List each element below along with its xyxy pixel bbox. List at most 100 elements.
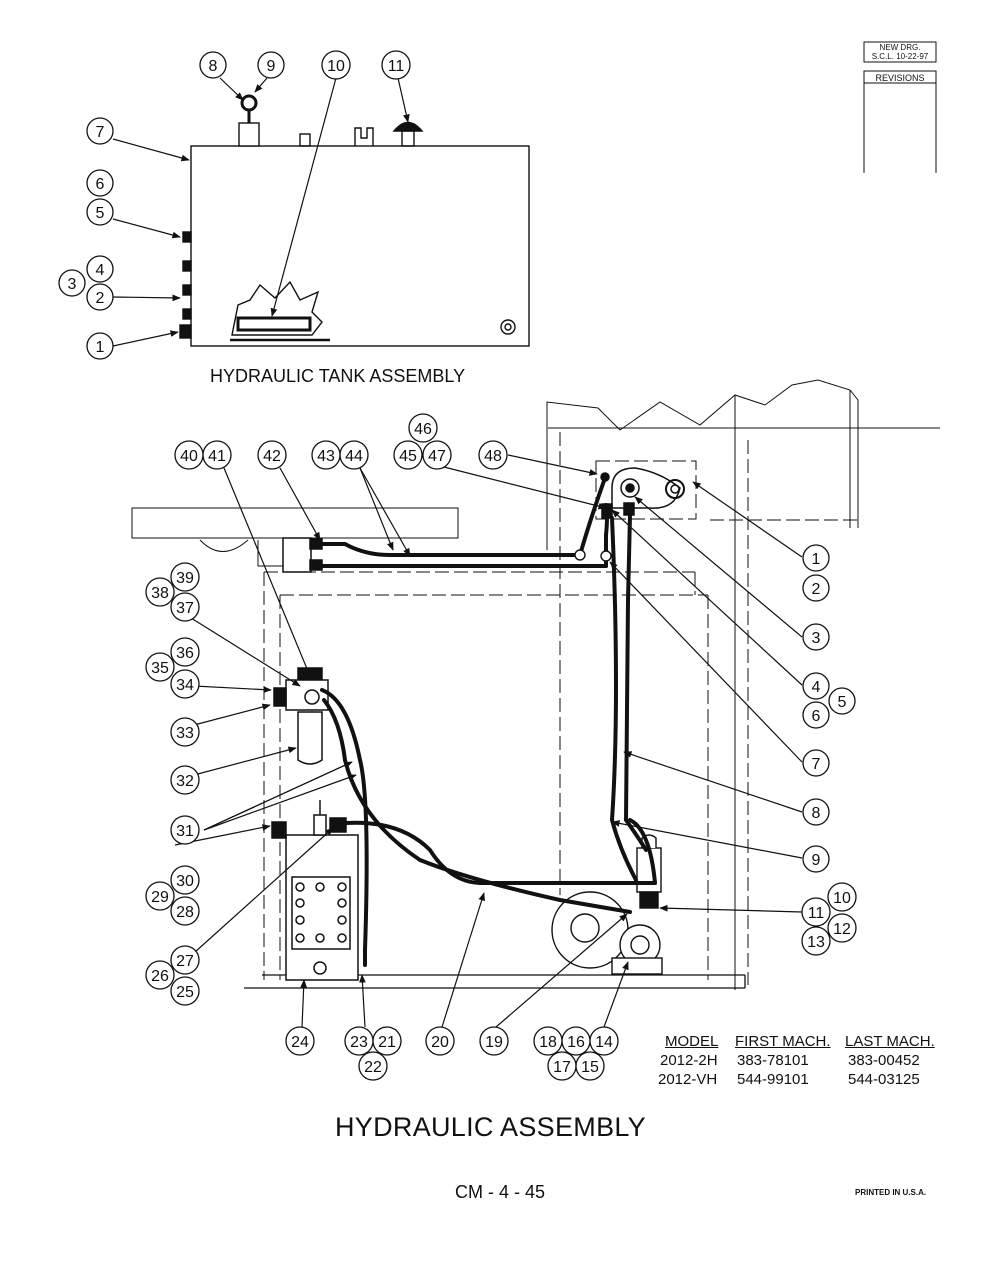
svg-text:9: 9 <box>812 852 821 869</box>
svg-text:44: 44 <box>345 448 363 465</box>
svg-text:8: 8 <box>209 58 218 75</box>
revision-line-2: S.C.L. 10-22-97 <box>871 52 929 61</box>
callout-12: 12 <box>827 913 857 943</box>
svg-text:32: 32 <box>176 773 194 790</box>
tank-assembly-title: HYDRAULIC TANK ASSEMBLY <box>210 366 466 386</box>
svg-text:24: 24 <box>291 1034 309 1051</box>
svg-text:5: 5 <box>838 694 847 711</box>
svg-text:27: 27 <box>176 953 194 970</box>
tank-callout-8: 8 <box>199 51 227 79</box>
callout-47: 47 <box>422 440 452 470</box>
svg-text:1: 1 <box>812 551 821 568</box>
table-header-model: MODEL <box>665 1033 719 1050</box>
table-cell-last: 544-03125 <box>848 1071 920 1088</box>
tank-callout-1: 1 <box>86 332 114 360</box>
svg-text:8: 8 <box>812 805 821 822</box>
svg-text:39: 39 <box>176 570 194 587</box>
tank-callout-4: 4 <box>86 255 114 283</box>
callout-40: 40 <box>174 440 204 470</box>
revision-box <box>863 41 937 173</box>
callout-39: 39 <box>170 562 200 592</box>
svg-text:20: 20 <box>431 1034 449 1051</box>
table-cell-model: 2012-VH <box>658 1071 718 1088</box>
table-cell-last: 383-00452 <box>848 1052 920 1069</box>
callout-20: 20 <box>425 1026 455 1056</box>
callout-5: 5 <box>828 687 856 715</box>
callout-34: 34 <box>170 669 200 699</box>
svg-text:11: 11 <box>388 58 405 75</box>
svg-text:28: 28 <box>176 904 194 921</box>
svg-text:17: 17 <box>553 1059 571 1076</box>
page-title: HYDRAULIC ASSEMBLY <box>335 1112 646 1142</box>
callout-44: 44 <box>339 440 369 470</box>
callout-14: 14 <box>589 1026 619 1056</box>
hoses <box>320 476 657 967</box>
svg-text:5: 5 <box>96 205 105 222</box>
svg-text:2: 2 <box>96 290 105 307</box>
callout-43: 43 <box>311 440 341 470</box>
svg-text:9: 9 <box>267 58 276 75</box>
svg-text:7: 7 <box>96 124 105 141</box>
svg-text:42: 42 <box>263 448 281 465</box>
svg-text:14: 14 <box>595 1034 613 1051</box>
svg-text:19: 19 <box>485 1034 503 1051</box>
callout-16: 16 <box>561 1026 591 1056</box>
callout-11: 11 <box>801 897 831 927</box>
page-number: CM - 4 - 45 <box>455 1182 546 1202</box>
svg-text:26: 26 <box>151 968 169 985</box>
svg-text:43: 43 <box>317 448 335 465</box>
tank-callouts: 1 2 3 4 5 6 7 8 9 10 11 <box>58 50 411 360</box>
table-header-first: FIRST MACH. <box>735 1033 831 1050</box>
table-cell-model: 2012-2H <box>660 1052 718 1069</box>
table-header-last: LAST MACH. <box>845 1033 935 1050</box>
callout-28: 28 <box>170 896 200 926</box>
callout-7: 7 <box>802 749 830 777</box>
svg-text:18: 18 <box>539 1034 557 1051</box>
svg-text:12: 12 <box>833 921 851 938</box>
svg-text:6: 6 <box>812 708 821 725</box>
callout-31: 31 <box>170 815 200 845</box>
valve-assembly <box>600 467 685 519</box>
callout-45: 45 <box>393 440 423 470</box>
svg-text:21: 21 <box>378 1034 396 1051</box>
callout-41: 41 <box>202 440 232 470</box>
callout-8: 8 <box>802 798 830 826</box>
svg-text:38: 38 <box>151 585 169 602</box>
tank-callout-6: 6 <box>86 169 114 197</box>
svg-text:2: 2 <box>812 581 821 598</box>
svg-text:46: 46 <box>414 421 432 438</box>
table-cell-first: 383-78101 <box>737 1052 809 1069</box>
callout-13: 13 <box>801 926 831 956</box>
callout-29: 29 <box>145 881 175 911</box>
svg-text:22: 22 <box>364 1059 382 1076</box>
svg-text:25: 25 <box>176 984 194 1001</box>
svg-text:41: 41 <box>208 448 226 465</box>
callout-17: 17 <box>547 1051 577 1081</box>
assembly-callouts: 40 41 42 43 44 46 45 47 48 1 2 3 4 5 6 7… <box>145 413 857 1081</box>
callout-4: 4 <box>802 672 830 700</box>
callout-48: 48 <box>478 440 508 470</box>
svg-text:13: 13 <box>807 934 825 951</box>
callout-26: 26 <box>145 960 175 990</box>
callout-25: 25 <box>170 976 200 1006</box>
callout-37: 37 <box>170 592 200 622</box>
svg-text:34: 34 <box>176 677 194 694</box>
callout-2: 2 <box>802 574 830 602</box>
svg-text:4: 4 <box>812 679 821 696</box>
svg-text:23: 23 <box>350 1034 368 1051</box>
svg-text:30: 30 <box>176 873 194 890</box>
svg-text:3: 3 <box>68 276 77 293</box>
tank-callout-3: 3 <box>58 269 86 297</box>
svg-text:48: 48 <box>484 448 502 465</box>
svg-text:10: 10 <box>327 58 345 75</box>
svg-text:11: 11 <box>808 905 825 922</box>
table-cell-first: 544-99101 <box>737 1071 809 1088</box>
callout-30: 30 <box>170 865 200 895</box>
svg-text:35: 35 <box>151 660 169 677</box>
callout-10: 10 <box>827 882 857 912</box>
callout-1: 1 <box>802 544 830 572</box>
callout-36: 36 <box>170 637 200 667</box>
svg-text:45: 45 <box>399 448 417 465</box>
callout-23: 23 <box>344 1026 374 1056</box>
